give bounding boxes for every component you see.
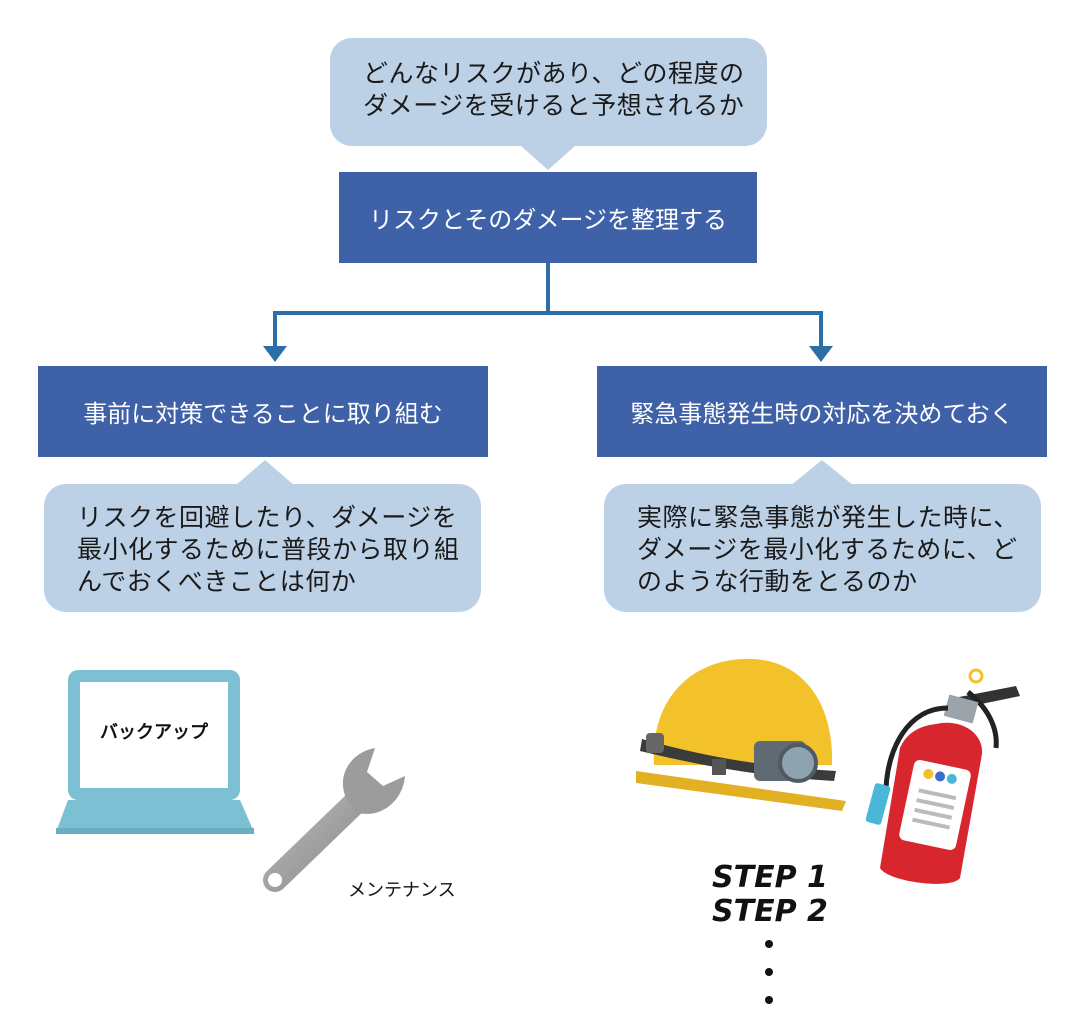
step-1-label: STEP 1 <box>712 860 828 895</box>
ellipsis-dot-1 <box>765 940 773 948</box>
right-action-box: 緊急事態発生時の対応を決めておく <box>597 366 1047 457</box>
left-action-box: 事前に対策できることに取り組む <box>38 366 488 457</box>
ellipsis-dot-2 <box>765 968 773 976</box>
right-bubble-line2: ダメージを最小化するために、ど <box>637 535 1018 564</box>
left-bubble-line1: リスクを回避したり、ダメージを <box>77 503 458 532</box>
right-bubble-tail <box>790 460 854 486</box>
top-bubble-tail <box>520 145 576 170</box>
ellipsis-dot-3 <box>765 996 773 1004</box>
left-bubble-tail <box>235 460 295 486</box>
left-bubble-line3: んでおくべきことは何か <box>77 567 357 596</box>
fire-extinguisher-icon <box>865 668 1020 884</box>
step-2-label: STEP 2 <box>712 894 828 929</box>
wrench-icon <box>263 748 405 892</box>
arrow-left-head <box>263 346 287 362</box>
arrow-right-head <box>809 346 833 362</box>
left-bubble-line2: 最小化するために普段から取り組 <box>77 535 460 564</box>
laptop-graphic <box>56 670 254 834</box>
laptop-screen-text: バックアップ <box>100 722 208 743</box>
helmet-icon <box>636 658 846 811</box>
wrench-label: メンテナンス <box>348 880 456 901</box>
center-box: リスクとそのダメージを整理する <box>339 172 757 263</box>
left-box-label: 事前に対策できることに取り組む <box>83 400 443 428</box>
right-description-bubble: 実際に緊急事態が発生した時に、 ダメージを最小化するために、ど のような行動をと… <box>604 484 1041 612</box>
top-question-bubble: どんなリスクがあり、どの程度の ダメージを受けると予想されるか <box>330 38 767 146</box>
top-bubble-line2: ダメージを受けると予想されるか <box>363 91 745 120</box>
right-bubble-line1: 実際に緊急事態が発生した時に、 <box>637 503 1019 532</box>
branch-connector <box>273 263 823 348</box>
right-box-label: 緊急事態発生時の対応を決めておく <box>630 400 1014 428</box>
center-box-label: リスクとそのダメージを整理する <box>368 206 728 234</box>
top-bubble-line1: どんなリスクがあり、どの程度の <box>363 59 745 88</box>
laptop-icon: バックアップ <box>56 670 256 840</box>
left-description-bubble: リスクを回避したり、ダメージを 最小化するために普段から取り組 んでおくべきこと… <box>44 484 481 612</box>
right-bubble-line3: のような行動をとるのか <box>637 567 918 596</box>
